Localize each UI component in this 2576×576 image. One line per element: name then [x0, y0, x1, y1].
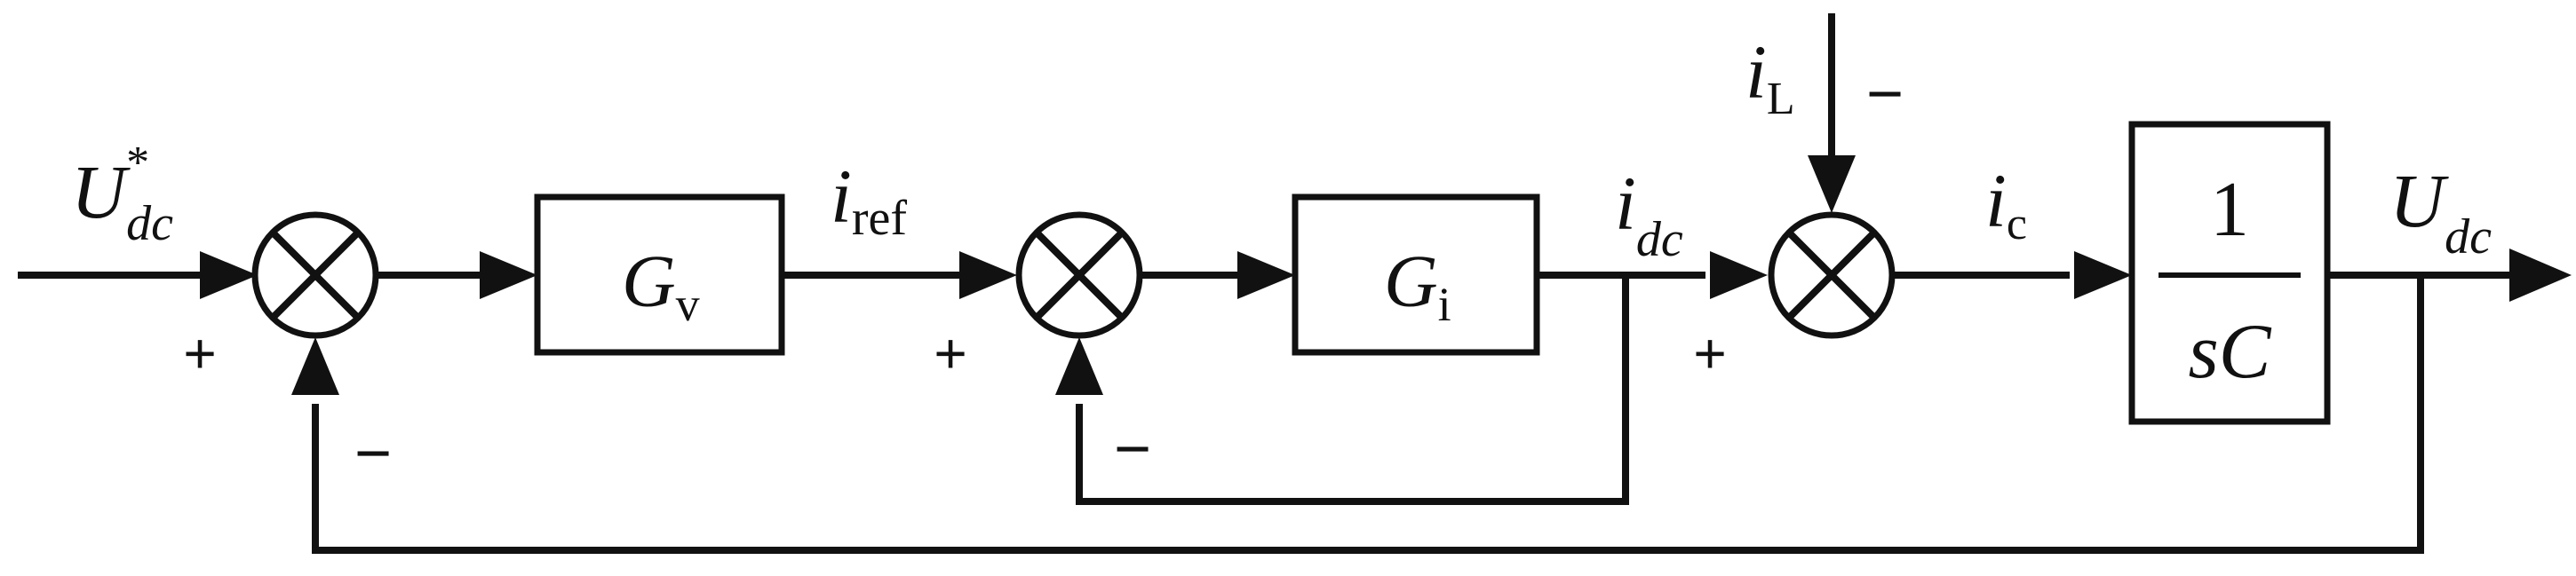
arrowhead-disturbance	[1808, 155, 1856, 213]
signal-label-i-dc: idc	[1615, 161, 1683, 267]
sign-sum3-input: +	[1693, 321, 1726, 385]
sign-sum2-input: +	[934, 321, 966, 385]
svg-text:Gv: Gv	[622, 241, 700, 331]
arrowhead-inner-feedback	[1055, 337, 1103, 395]
line-outer-feedback	[312, 275, 2424, 554]
arrowhead-output	[2509, 249, 2572, 302]
arrowhead-into-sum3	[1710, 251, 1768, 299]
signal-label-udc-ref: U*dc	[71, 138, 173, 251]
summing-junction-3	[1768, 211, 1896, 339]
plant-numerator: 1	[2210, 167, 2249, 253]
sign-sum1-feedback: −	[354, 418, 392, 489]
signal-label-i-ref: iref	[831, 154, 907, 246]
signal-label-udc-out: Udc	[2389, 158, 2492, 264]
arrowhead-into-sum1	[200, 251, 258, 299]
summing-junction-2	[1015, 211, 1143, 339]
sign-sum2-feedback: −	[1114, 414, 1151, 485]
arrowhead-into-sum2	[959, 251, 1017, 299]
arrowhead-into-gv	[480, 251, 537, 299]
arrowhead-into-gi	[1237, 251, 1295, 299]
block-plant: 1 sC	[2128, 121, 2331, 425]
plant-denominator: sC	[2189, 309, 2272, 395]
arrowhead-outer-feedback	[291, 337, 339, 395]
sign-sum1-input: +	[183, 321, 216, 385]
signal-label-i-c: ic	[1985, 158, 2027, 249]
sign-sum3-disturbance: −	[1866, 59, 1904, 130]
svg-text:Gi: Gi	[1384, 241, 1451, 331]
arrowhead-into-plant	[2074, 251, 2132, 299]
summing-junction-1	[251, 211, 379, 339]
signal-label-i-l: iL	[1745, 29, 1795, 124]
line-inner-feedback	[1076, 275, 1629, 505]
block-gv: Gv	[534, 193, 785, 356]
block-gi: Gi	[1292, 193, 1540, 356]
